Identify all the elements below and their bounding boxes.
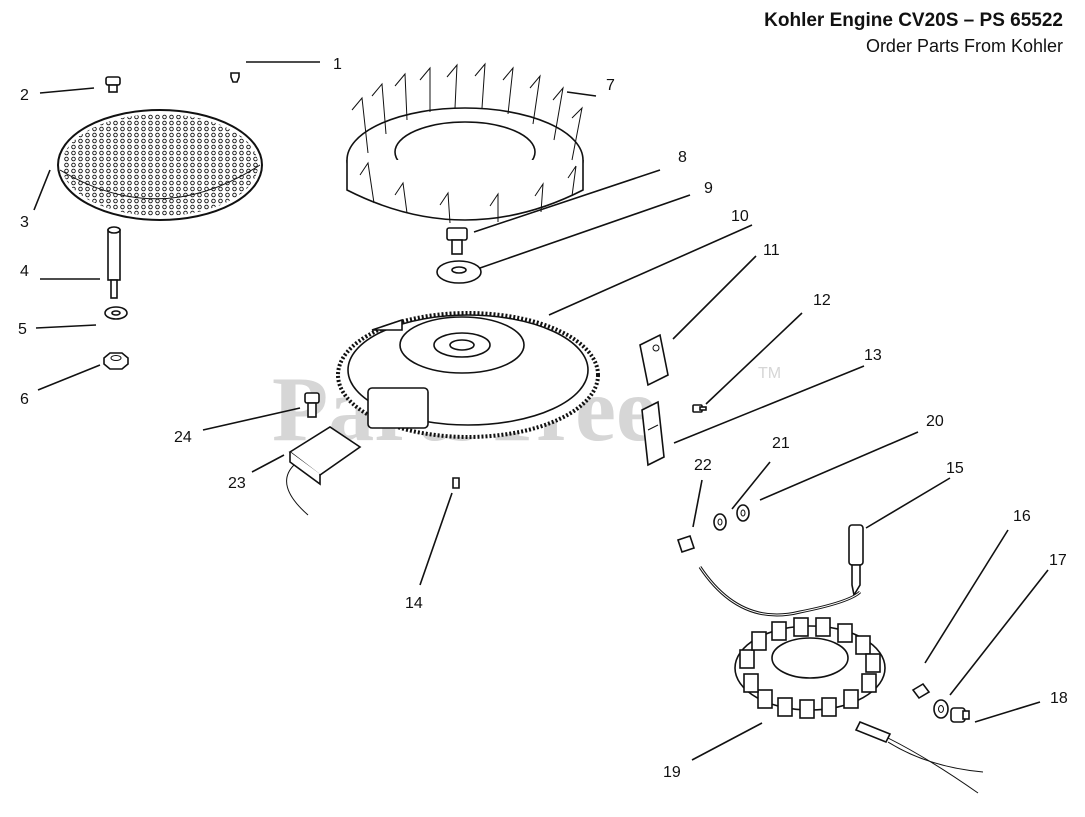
callout-6: 6 bbox=[20, 391, 29, 408]
callout-22: 22 bbox=[694, 457, 712, 474]
nut-icon[interactable] bbox=[103, 352, 129, 370]
callout-8: 8 bbox=[678, 149, 687, 166]
callout-24: 24 bbox=[174, 429, 192, 446]
bracket-icon[interactable] bbox=[639, 333, 669, 387]
fan-icon[interactable] bbox=[346, 62, 584, 224]
callout-12: 12 bbox=[813, 292, 831, 309]
stator-icon[interactable] bbox=[734, 617, 984, 794]
callout-17: 17 bbox=[1049, 552, 1067, 569]
diagram-subtitle: Order Parts From Kohler bbox=[865, 36, 1063, 56]
leader-lines bbox=[33, 61, 1049, 761]
callout-1: 1 bbox=[333, 56, 342, 73]
callout-18: 18 bbox=[1050, 690, 1068, 707]
grass-screen-icon[interactable] bbox=[57, 109, 263, 221]
callout-10: 10 bbox=[731, 208, 749, 225]
small-screw-icon[interactable] bbox=[230, 72, 240, 83]
watermark-tm: TM bbox=[758, 365, 781, 382]
callout-9: 9 bbox=[704, 180, 713, 197]
callout-5: 5 bbox=[18, 321, 27, 338]
screw-icon[interactable] bbox=[105, 76, 121, 93]
callout-13: 13 bbox=[864, 347, 882, 364]
screw-icon[interactable] bbox=[692, 404, 707, 413]
bracket-icon[interactable] bbox=[641, 400, 665, 467]
callout-11: 11 bbox=[763, 242, 780, 259]
screw-icon[interactable] bbox=[950, 707, 970, 723]
screw-icon[interactable] bbox=[446, 227, 468, 255]
spacer-icon[interactable] bbox=[107, 226, 121, 299]
callout-19: 19 bbox=[663, 764, 681, 781]
flywheel-icon[interactable] bbox=[336, 311, 600, 439]
key-icon[interactable] bbox=[452, 477, 460, 489]
callout-14: 14 bbox=[405, 595, 423, 612]
callout-4: 4 bbox=[20, 263, 29, 280]
diagram-title: Kohler Engine CV20S – PS 65522 bbox=[764, 10, 1063, 31]
callout-23: 23 bbox=[228, 475, 246, 492]
callout-16: 16 bbox=[1013, 508, 1031, 525]
callout-21: 21 bbox=[772, 435, 790, 452]
clip-icon[interactable] bbox=[676, 534, 696, 554]
ignition-module-icon[interactable] bbox=[286, 426, 362, 516]
callout-7: 7 bbox=[606, 77, 615, 94]
callout-20: 20 bbox=[926, 413, 944, 430]
washer-icon[interactable] bbox=[104, 306, 128, 320]
washer-icon[interactable] bbox=[933, 699, 949, 719]
spark-plug-boot-icon[interactable] bbox=[698, 524, 864, 617]
callout-2: 2 bbox=[20, 87, 29, 104]
callout-15: 15 bbox=[946, 460, 964, 477]
screw-icon[interactable] bbox=[304, 392, 320, 418]
washer-icon[interactable] bbox=[436, 260, 482, 284]
washer-icon[interactable] bbox=[713, 513, 727, 531]
washer-icon[interactable] bbox=[736, 504, 750, 522]
clip-icon[interactable] bbox=[911, 682, 931, 700]
callout-labels: 1 2 3 4 5 6 7 8 9 10 11 12 13 14 15 16 1… bbox=[18, 56, 1068, 781]
callout-3: 3 bbox=[20, 214, 29, 231]
